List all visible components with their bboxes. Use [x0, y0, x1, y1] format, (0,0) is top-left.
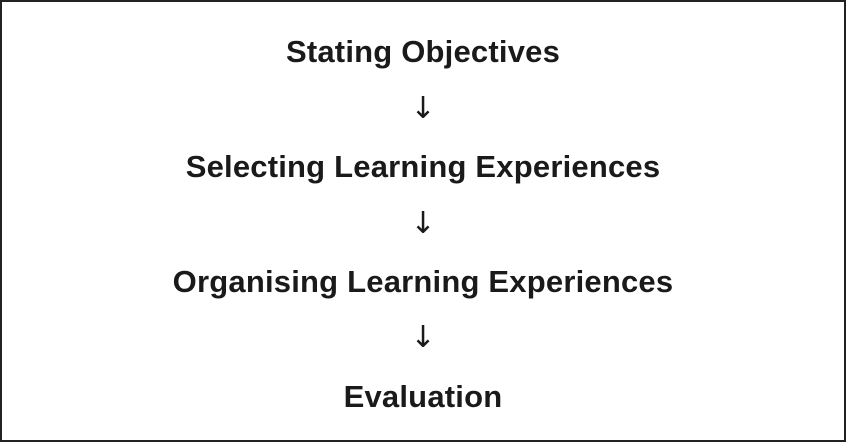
step-organising-learning-experiences: Organising Learning Experiences	[172, 264, 674, 299]
down-arrow-icon: ↓	[410, 206, 436, 241]
down-arrow-icon: ↓	[410, 320, 436, 355]
step-stating-objectives: Stating Objectives	[285, 34, 561, 69]
down-arrow-icon: ↓	[410, 91, 436, 126]
step-evaluation: Evaluation	[343, 379, 503, 414]
step-selecting-learning-experiences: Selecting Learning Experiences	[185, 149, 661, 184]
